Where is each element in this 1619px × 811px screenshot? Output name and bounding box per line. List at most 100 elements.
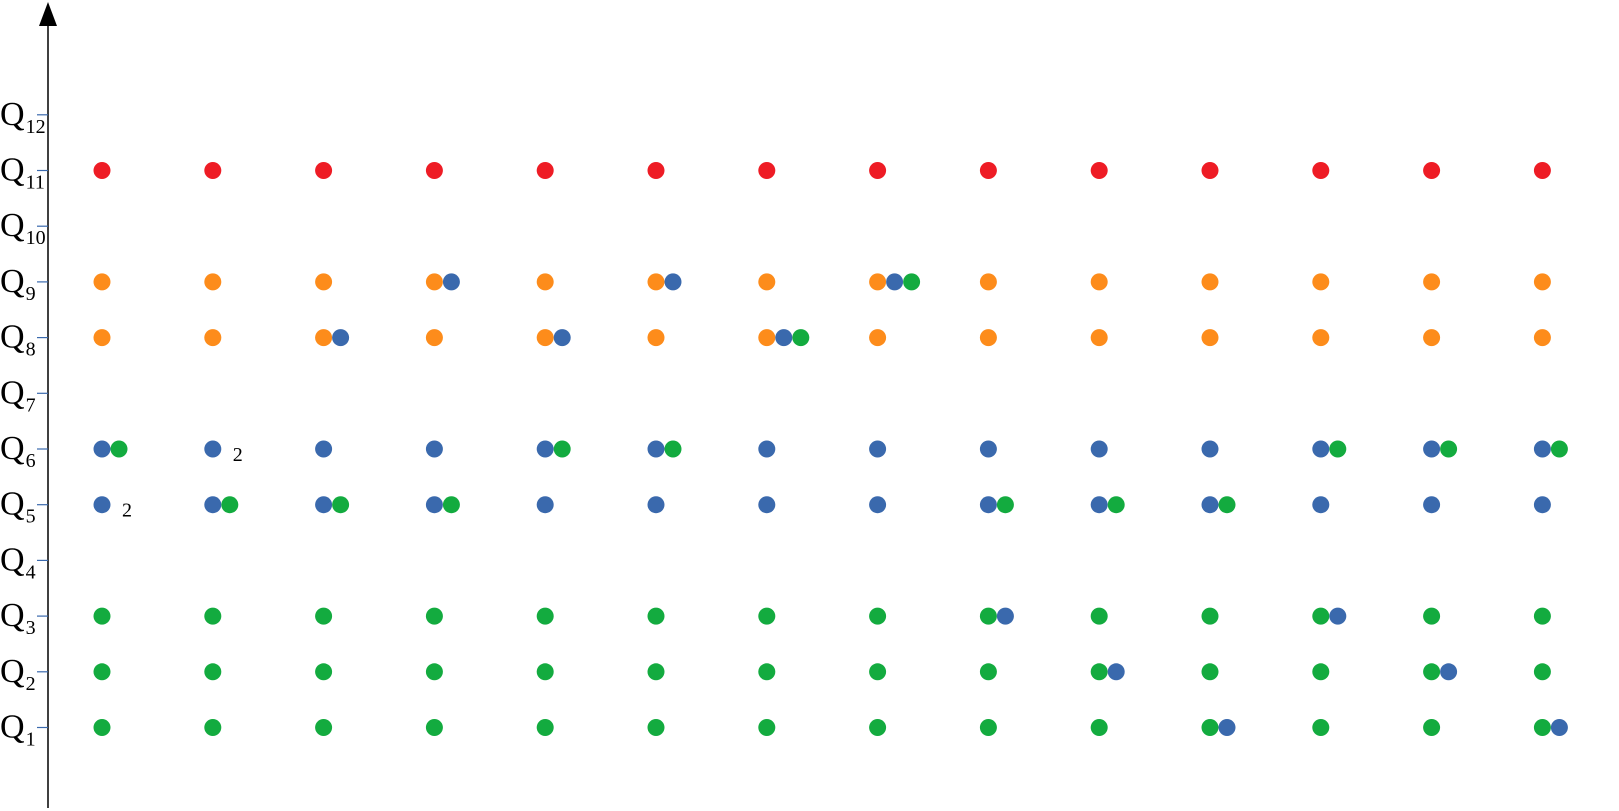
green-dot (332, 496, 350, 514)
red-dot (1533, 162, 1551, 179)
orange-dot (647, 329, 665, 347)
green-dot (315, 719, 333, 736)
green-dot (1107, 496, 1125, 514)
blue-dot (332, 329, 350, 347)
green-dot (1423, 719, 1441, 736)
green-dot (1533, 719, 1551, 736)
red-dot (1201, 162, 1219, 179)
axis-label-q10: Q10 (0, 207, 46, 249)
green-dot (93, 719, 111, 736)
blue-dot (775, 329, 793, 347)
blue-dot (664, 273, 682, 291)
axis-label-q1: Q1 (0, 709, 36, 751)
blue-dot (1201, 496, 1219, 514)
red-dot (647, 162, 665, 179)
green-dot (1329, 440, 1347, 458)
orange-dot (315, 273, 333, 291)
dots-layer (93, 162, 1568, 736)
orange-dot (647, 273, 665, 291)
blue-dot (758, 440, 776, 458)
green-dot (647, 607, 665, 625)
green-dot (425, 607, 443, 625)
red-dot (93, 162, 111, 179)
blue-dot (979, 440, 997, 458)
blue-dot (647, 440, 665, 458)
green-dot (1423, 607, 1441, 625)
orange-dot (425, 273, 443, 291)
red-dot (979, 162, 997, 179)
green-dot (1090, 607, 1108, 625)
green-dot (979, 719, 997, 736)
red-dot (1090, 162, 1108, 179)
axis-label-q6: Q6 (0, 430, 36, 472)
orange-dot (315, 329, 333, 347)
blue-dot (1090, 440, 1108, 458)
axis-label-q4: Q4 (0, 541, 36, 583)
axis-label-q5: Q5 (0, 486, 36, 528)
green-dot (979, 663, 997, 681)
green-dot (204, 719, 222, 736)
green-dot (1423, 663, 1441, 681)
blue-dot (1533, 440, 1551, 458)
orange-dot (1201, 329, 1219, 347)
orange-dot (1533, 329, 1551, 347)
green-dot (758, 607, 776, 625)
multiplicity-label: 2 (122, 500, 132, 522)
orange-dot (1423, 273, 1441, 291)
green-dot (425, 663, 443, 681)
orange-dot (93, 273, 111, 291)
orange-dot (869, 273, 887, 291)
orange-dot (1201, 273, 1219, 291)
axis-ticks (37, 114, 48, 729)
blue-dot (442, 273, 460, 291)
green-dot (536, 607, 554, 625)
green-dot (315, 607, 333, 625)
red-dot (1423, 162, 1441, 179)
green-dot (869, 663, 887, 681)
green-dot (1312, 719, 1330, 736)
green-dot (425, 719, 443, 736)
green-dot (903, 273, 921, 291)
blue-dot (1329, 607, 1347, 625)
orange-dot (204, 329, 222, 347)
blue-dot (979, 496, 997, 514)
green-dot (536, 719, 554, 736)
axis-label-q2: Q2 (0, 653, 36, 695)
green-dot (1090, 663, 1108, 681)
green-dot (204, 663, 222, 681)
green-dot (996, 496, 1014, 514)
multiplicity-label: 2 (233, 444, 243, 466)
green-dot (93, 607, 111, 625)
blue-dot (425, 496, 443, 514)
green-dot (869, 607, 887, 625)
green-dot (221, 496, 239, 514)
orange-dot (1533, 273, 1551, 291)
blue-dot (1440, 663, 1458, 681)
blue-dot (93, 496, 111, 514)
green-dot (1312, 663, 1330, 681)
orange-dot (536, 329, 554, 347)
green-dot (204, 607, 222, 625)
green-dot (1533, 663, 1551, 681)
blue-dot (536, 440, 554, 458)
axis-label-q7: Q7 (0, 374, 36, 416)
blue-dot (886, 273, 904, 291)
blue-dot (315, 440, 333, 458)
green-dot (758, 719, 776, 736)
green-dot (315, 663, 333, 681)
green-dot (553, 440, 571, 458)
orange-dot (1312, 329, 1330, 347)
red-dot (425, 162, 443, 179)
blue-dot (869, 496, 887, 514)
blue-dot (1423, 440, 1441, 458)
blue-dot (425, 440, 443, 458)
axis-label-q11: Q11 (0, 152, 45, 194)
annotations-layer: 22 (122, 444, 243, 522)
blue-dot (1107, 663, 1125, 681)
green-dot (1090, 719, 1108, 736)
green-dot (1312, 607, 1330, 625)
orange-dot (536, 273, 554, 291)
orange-dot (979, 329, 997, 347)
green-dot (1440, 440, 1458, 458)
